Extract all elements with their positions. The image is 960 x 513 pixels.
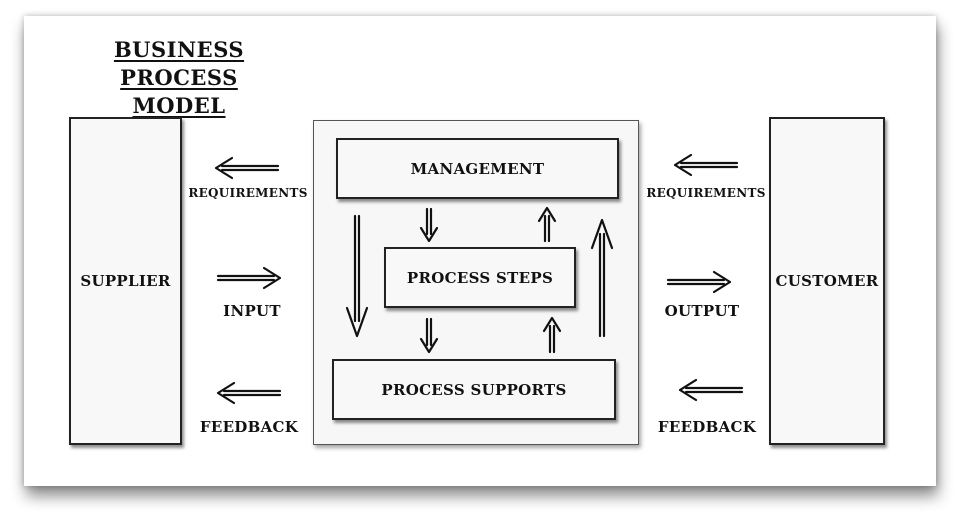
- management-label: MANAGEMENT: [410, 159, 545, 178]
- long-up-arrow: [590, 218, 614, 338]
- title-line-2: MODEL: [132, 93, 226, 118]
- left-feedback-label: FEEDBACK: [199, 418, 299, 436]
- right-requirements-label: REQUIREMENTS: [646, 186, 766, 200]
- process-supports-box: PROCESS SUPPORTS: [332, 359, 616, 420]
- right-feedback-label: FEEDBACK: [657, 418, 757, 436]
- title-line-1: BUSINESS PROCESS: [113, 37, 245, 90]
- steps-to-supports-arrow: [419, 317, 439, 354]
- output-arrow: [666, 270, 732, 294]
- feedback-to-supplier-arrow: [216, 381, 282, 405]
- arrows-layer: [214, 153, 744, 405]
- left-requirements-label: REQUIREMENTS: [188, 186, 308, 200]
- output-label: OUTPUT: [664, 302, 740, 320]
- customer-label: CUSTOMER: [775, 272, 879, 290]
- steps-to-management-arrow: [537, 206, 557, 243]
- supplier-box: SUPPLIER: [69, 117, 182, 445]
- long-down-arrow: [345, 214, 369, 338]
- management-box: MANAGEMENT: [336, 138, 619, 199]
- management-to-steps-arrow: [419, 207, 439, 243]
- process-supports-label: PROCESS SUPPORTS: [381, 380, 567, 399]
- process-steps-label: PROCESS STEPS: [406, 268, 554, 287]
- diagram-card: BUSINESS PROCESS MODEL SUPPLIER CUSTOMER…: [24, 16, 936, 486]
- requirements-to-supplier-arrow: [214, 156, 280, 180]
- process-steps-box: PROCESS STEPS: [384, 247, 576, 308]
- input-arrow: [216, 266, 282, 290]
- customer-box: CUSTOMER: [769, 117, 885, 445]
- input-label: INPUT: [223, 302, 281, 320]
- supports-to-steps-arrow: [542, 316, 562, 354]
- supplier-label: SUPPLIER: [80, 272, 171, 290]
- diagram-title: BUSINESS PROCESS MODEL: [54, 36, 304, 120]
- requirements-from-customer-arrow: [673, 153, 739, 177]
- feedback-from-customer-arrow: [678, 378, 744, 402]
